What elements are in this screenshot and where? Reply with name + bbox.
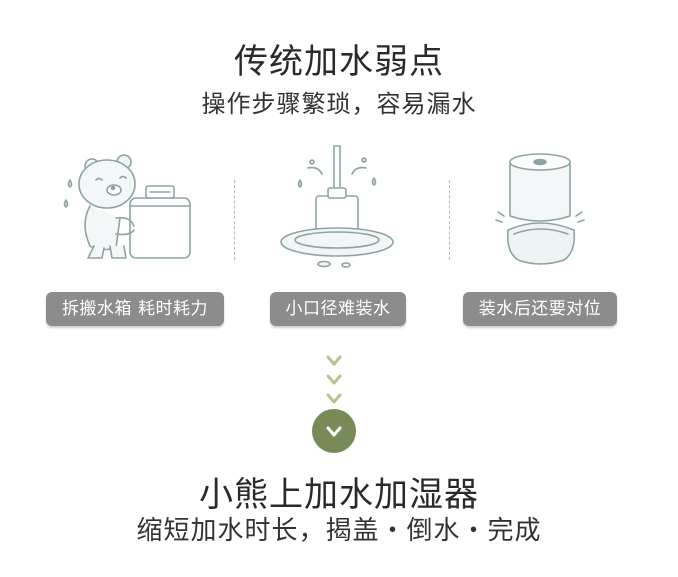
- product-title: 小熊上加水加湿器: [187, 475, 491, 515]
- page-title-text: 传统加水弱点: [234, 42, 444, 82]
- top-title-block: 传统加水弱点: [0, 42, 678, 82]
- bottom-title-block: 小熊上加水加湿器: [0, 475, 678, 515]
- narrow-opening-spill-icon: [280, 145, 394, 268]
- chevron-down-icon: [326, 393, 342, 404]
- page-title: 传统加水弱点: [222, 42, 456, 82]
- chevron-down-icon: [326, 374, 342, 385]
- chevron-down-icon: [326, 355, 342, 366]
- product-subtitle: 缩短加水时长，揭盖・倒水・完成: [136, 516, 542, 546]
- step-tag-1: 拆搬水箱 耗时耗力: [46, 292, 224, 326]
- bottom-subtitle-block: 缩短加水时长，揭盖・倒水・完成: [0, 516, 678, 546]
- step-tag-3: 装水后还要对位: [463, 292, 617, 326]
- step-divider: [234, 180, 235, 260]
- tank-alignment-icon: [495, 153, 585, 265]
- page-subtitle: 操作步骤繁琐，容易漏水: [201, 90, 477, 118]
- accent-circle: [312, 409, 356, 453]
- bear-carrying-tank-icon: [63, 154, 191, 259]
- top-subtitle-block: 操作步骤繁琐，容易漏水: [0, 89, 678, 119]
- step-tag-2: 小口径难装水: [270, 292, 406, 326]
- chevron-down-icon: [326, 426, 342, 437]
- step-divider: [449, 180, 450, 260]
- product-title-text: 小熊上加水加湿器: [199, 475, 479, 515]
